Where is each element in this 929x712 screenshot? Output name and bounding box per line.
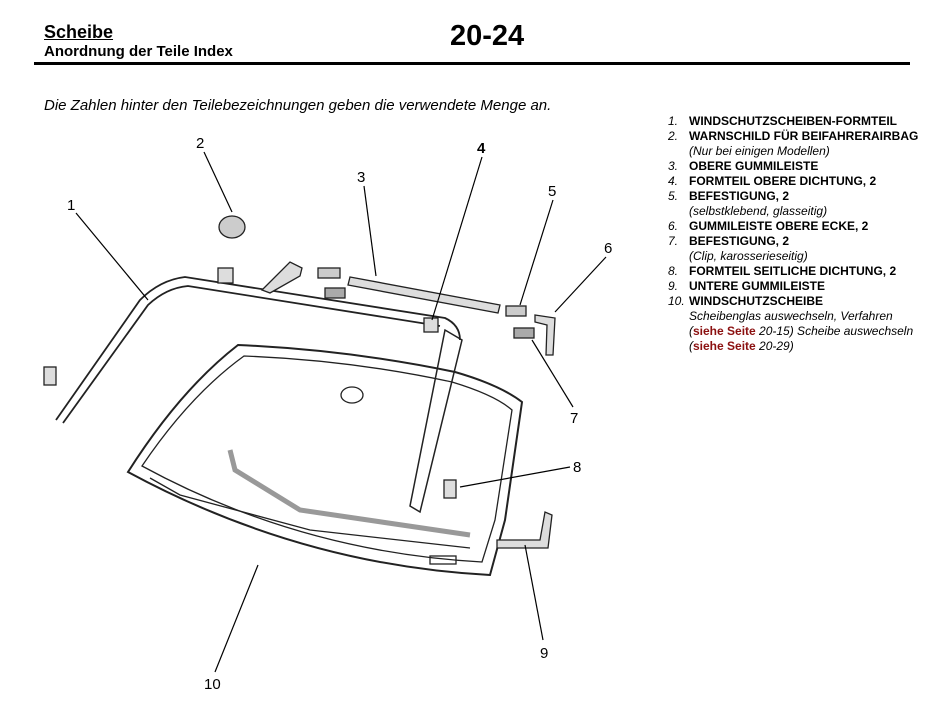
side-molding-piece bbox=[43, 366, 57, 386]
part-item: 6. GUMMILEISTE OBERE ECKE, 2 bbox=[668, 219, 928, 234]
part-item: 1. WINDSCHUTZSCHEIBEN-FORMTEIL bbox=[668, 114, 928, 129]
inspection-label bbox=[429, 555, 457, 565]
part-item: 9. UNTERE GUMMILEISTE bbox=[668, 279, 928, 294]
part-number: 7. bbox=[668, 234, 679, 248]
part-number: 1. bbox=[668, 114, 679, 128]
part-number: 10. bbox=[668, 294, 685, 308]
part-item: 2. WARNSCHILD FÜR BEIFAHRERAIRBAG(Nur bei… bbox=[668, 129, 928, 159]
note-text: 20-15) Scheibe auswechseln ( bbox=[689, 324, 914, 353]
part-name: BEFESTIGUNG, 2 bbox=[689, 189, 790, 203]
callout-1: 1 bbox=[67, 197, 75, 214]
leader-lines bbox=[75, 151, 607, 673]
part-note: (Clip, karosserieseitig) bbox=[689, 249, 808, 263]
part-name: FORMTEIL SEITLICHE DICHTUNG, 2 bbox=[689, 264, 897, 278]
note-text: 20-29) bbox=[755, 339, 794, 353]
mirror-mount bbox=[340, 386, 364, 404]
part-number: 9. bbox=[668, 279, 679, 293]
airbag-warning-label bbox=[218, 215, 246, 239]
part-name: OBERE GUMMILEISTE bbox=[689, 159, 819, 173]
part-item: 7. BEFESTIGUNG, 2(Clip, karosserieseitig) bbox=[668, 234, 928, 264]
callout-5: 5 bbox=[548, 183, 556, 200]
header-divider bbox=[34, 62, 910, 65]
clip bbox=[513, 327, 535, 339]
upper-rubber-strip bbox=[347, 276, 501, 314]
page-number: 20-24 bbox=[450, 20, 525, 52]
intro-text: Die Zahlen hinter den Teilebezeichnungen… bbox=[44, 97, 552, 114]
note-text: Scheibenglas auswechseln, Verfahren ( bbox=[689, 309, 893, 338]
part-name: WARNSCHILD FÜR BEIFAHRERAIRBAG bbox=[689, 129, 919, 143]
part-number: 6. bbox=[668, 219, 679, 233]
callout-7: 7 bbox=[570, 410, 578, 427]
section-title: Scheibe bbox=[44, 22, 114, 42]
windshield-molding bbox=[55, 276, 461, 424]
callout-2: 2 bbox=[196, 135, 204, 152]
corner-piece bbox=[260, 261, 303, 294]
part-name: GUMMILEISTE OBERE ECKE, 2 bbox=[689, 219, 869, 233]
callout-3: 3 bbox=[357, 169, 365, 186]
upper-corner-strip bbox=[534, 314, 556, 356]
part-name: UNTERE GUMMILEISTE bbox=[689, 279, 826, 293]
part-item: 8. FORMTEIL SEITLICHE DICHTUNG, 2 bbox=[668, 264, 928, 279]
callout-9: 9 bbox=[540, 645, 548, 662]
upper-seal-molding bbox=[409, 328, 463, 514]
side-seal bbox=[227, 449, 471, 538]
part-name: FORMTEIL OBERE DICHTUNG, 2 bbox=[689, 174, 877, 188]
part-number: 2. bbox=[668, 129, 679, 143]
parts-list: 1. WINDSCHUTZSCHEIBEN-FORMTEIL 2. WARNSCHI… bbox=[668, 114, 928, 354]
part-note: Scheibenglas auswechseln, Verfahren (sie… bbox=[689, 309, 928, 354]
part-name: WINDSCHUTZSCHEIBE bbox=[689, 294, 823, 308]
side-molding-piece bbox=[217, 267, 234, 284]
see-page-link-20-29[interactable]: siehe Seite bbox=[693, 339, 756, 353]
part-item: 10. WINDSCHUTZSCHEIBE Scheibenglas auswec… bbox=[668, 294, 928, 354]
part-item: 3. OBERE GUMMILEISTE bbox=[668, 159, 928, 174]
callout-10: 10 bbox=[204, 676, 221, 693]
see-page-link-20-15[interactable]: siehe Seite bbox=[693, 324, 756, 338]
callout-4: 4 bbox=[477, 140, 486, 157]
part-note: (Nur bei einigen Modellen) bbox=[689, 144, 830, 158]
lower-rubber-strip bbox=[496, 511, 553, 549]
part-item: 4. FORMTEIL OBERE DICHTUNG, 2 bbox=[668, 174, 928, 189]
section-subtitle: Anordnung der Teile Index bbox=[44, 43, 233, 60]
part-note: (selbstklebend, glasseitig) bbox=[689, 204, 828, 218]
windshield-glass bbox=[126, 343, 524, 577]
fastener bbox=[317, 267, 341, 279]
callout-8: 8 bbox=[573, 459, 581, 476]
part-item: 5. BEFESTIGUNG, 2(selbstklebend, glasseit… bbox=[668, 189, 928, 219]
part-number: 4. bbox=[668, 174, 679, 188]
part-number: 3. bbox=[668, 159, 679, 173]
side-molding-piece bbox=[443, 479, 457, 499]
part-name: BEFESTIGUNG, 2 bbox=[689, 234, 790, 248]
part-number: 5. bbox=[668, 189, 679, 203]
part-number: 8. bbox=[668, 264, 679, 278]
part-name: WINDSCHUTZSCHEIBEN-FORMTEIL bbox=[689, 114, 897, 128]
callout-6: 6 bbox=[604, 240, 612, 257]
side-molding-piece bbox=[423, 317, 439, 333]
fastener bbox=[505, 305, 527, 317]
clip bbox=[324, 287, 346, 299]
